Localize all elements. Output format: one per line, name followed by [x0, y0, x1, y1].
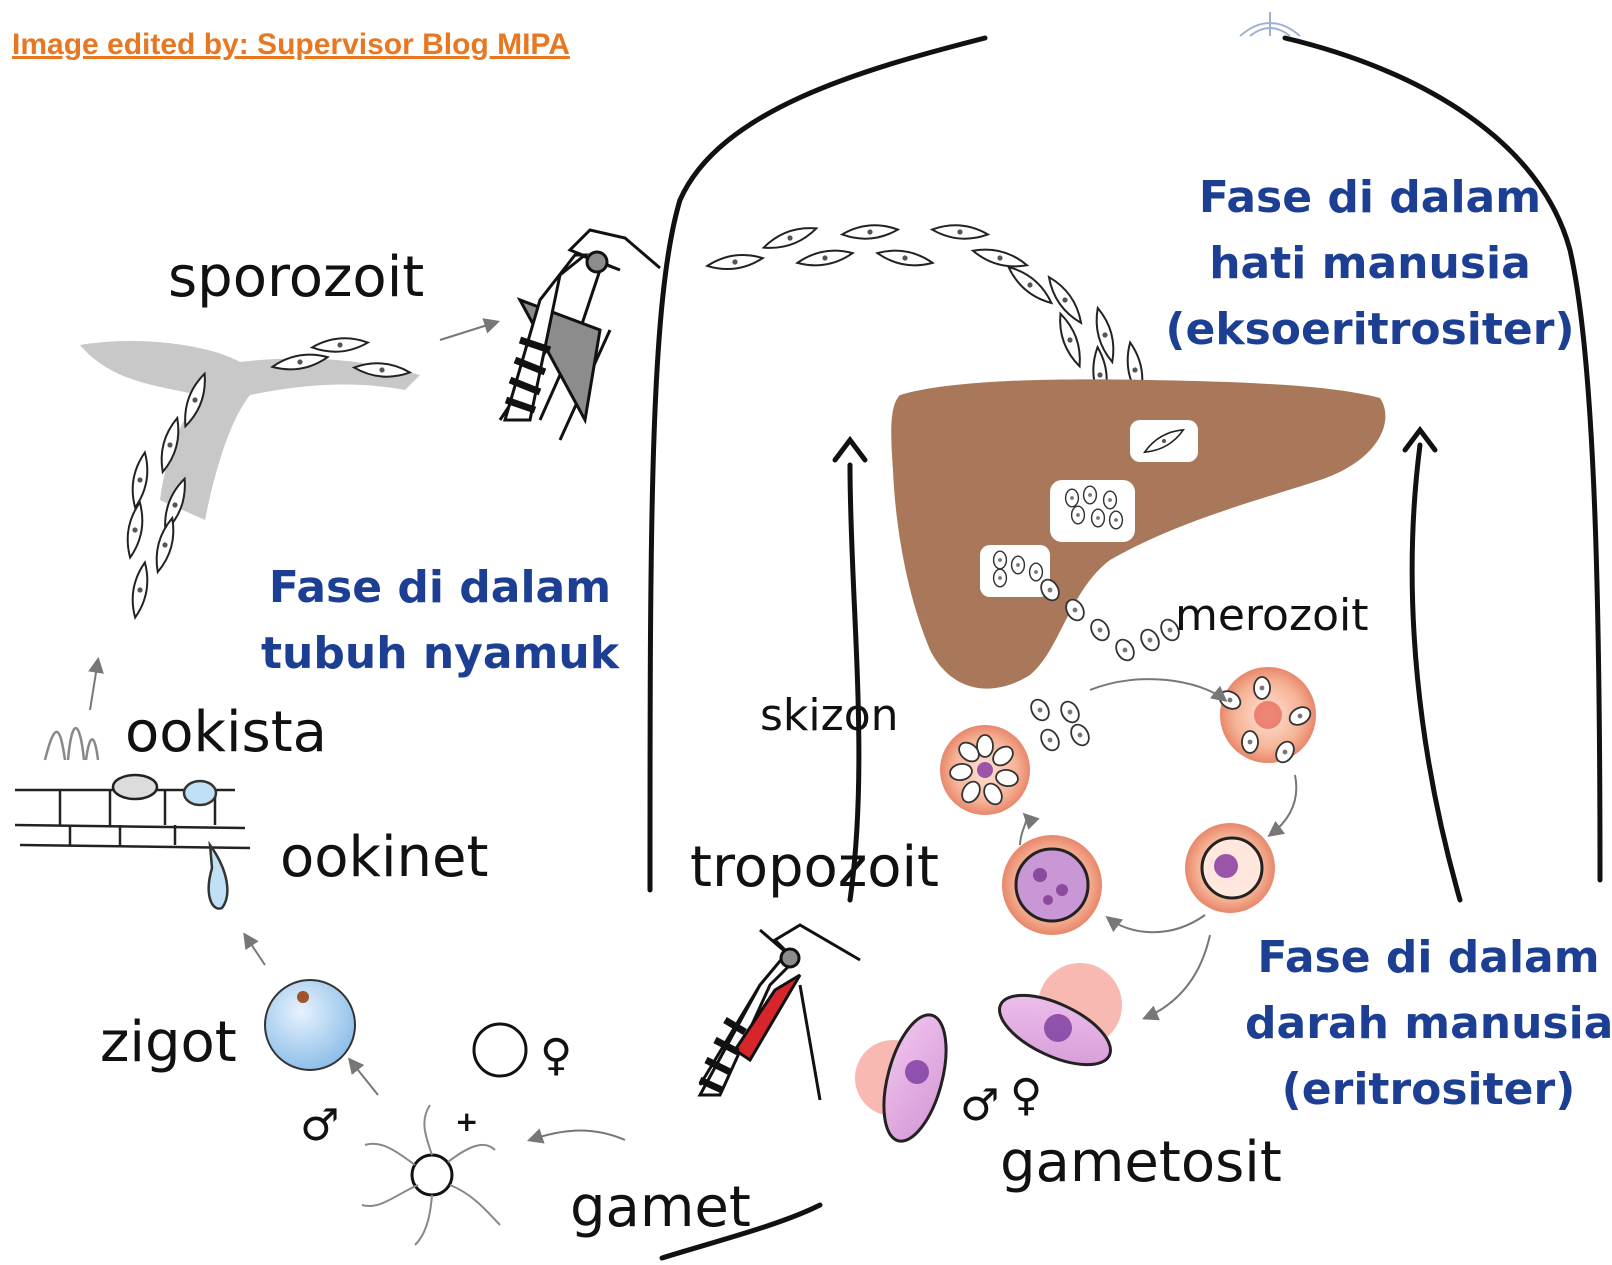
phase-blood-line-3: (eritrositer)	[1245, 1057, 1612, 1123]
liver-organ	[891, 379, 1385, 688]
female-gamete	[474, 1024, 526, 1076]
phase-label-liver: Fase di dalam hati manusia (eksoeritrosi…	[1160, 165, 1580, 363]
arrow-gametosit-to-gamet	[530, 1131, 625, 1140]
phase-label-mosquito: Fase di dalam tubuh nyamuk	[260, 555, 620, 687]
stage-label-tropozoit: tropozoit	[690, 835, 939, 900]
stage-label-merozoit: merozoit	[1175, 590, 1368, 641]
phase-blood-line-1: Fase di dalam	[1245, 925, 1612, 991]
stage-label-sporozoit: sporozoit	[168, 245, 424, 310]
arrow-to-mosquito	[440, 322, 497, 340]
stage-label-ookista: ookista	[125, 700, 327, 765]
phase-mosquito-line-2: tubuh nyamuk	[260, 621, 620, 687]
mosquito-upper-icon	[500, 230, 660, 440]
stage-label-ookinet: ookinet	[280, 825, 488, 890]
phase-liver-line-3: (eksoeritrositer)	[1160, 297, 1580, 363]
arrow-zigot-to-ookinet	[245, 935, 265, 965]
plus-symbol: +	[455, 1105, 478, 1138]
stage-label-skizon: skizon	[760, 690, 899, 741]
phase-label-blood: Fase di dalam darah manusia (eritrositer…	[1245, 925, 1612, 1123]
mosquito-lower-icon	[700, 925, 860, 1100]
male-gamete-flagellated	[362, 1105, 500, 1245]
zygote-cell	[265, 980, 355, 1070]
phase-blood-line-2: darah manusia	[1245, 991, 1612, 1057]
logo-mark-icon	[1240, 12, 1300, 36]
arrow-ookista-to-sporozoit	[90, 660, 98, 710]
female-symbol-gamete: ♀	[540, 1030, 572, 1081]
phase-liver-line-2: hati manusia	[1160, 231, 1580, 297]
stage-label-gametosit: gametosit	[1000, 1130, 1282, 1195]
phase-liver-line-1: Fase di dalam	[1160, 165, 1580, 231]
image-credit[interactable]: Image edited by: Supervisor Blog MIPA	[12, 28, 570, 62]
arrow-gamet-to-zigot	[350, 1060, 378, 1095]
phase-mosquito-line-1: Fase di dalam	[260, 555, 620, 621]
stage-label-gamet: gamet	[570, 1175, 751, 1240]
male-symbol-gamete: ♂	[300, 1100, 339, 1151]
sporozoite-stream-body	[706, 222, 1146, 403]
stage-label-zigot: zigot	[100, 1010, 237, 1075]
male-symbol-gametocyte: ♂	[960, 1080, 999, 1131]
female-symbol-gametocyte: ♀	[1010, 1070, 1042, 1121]
